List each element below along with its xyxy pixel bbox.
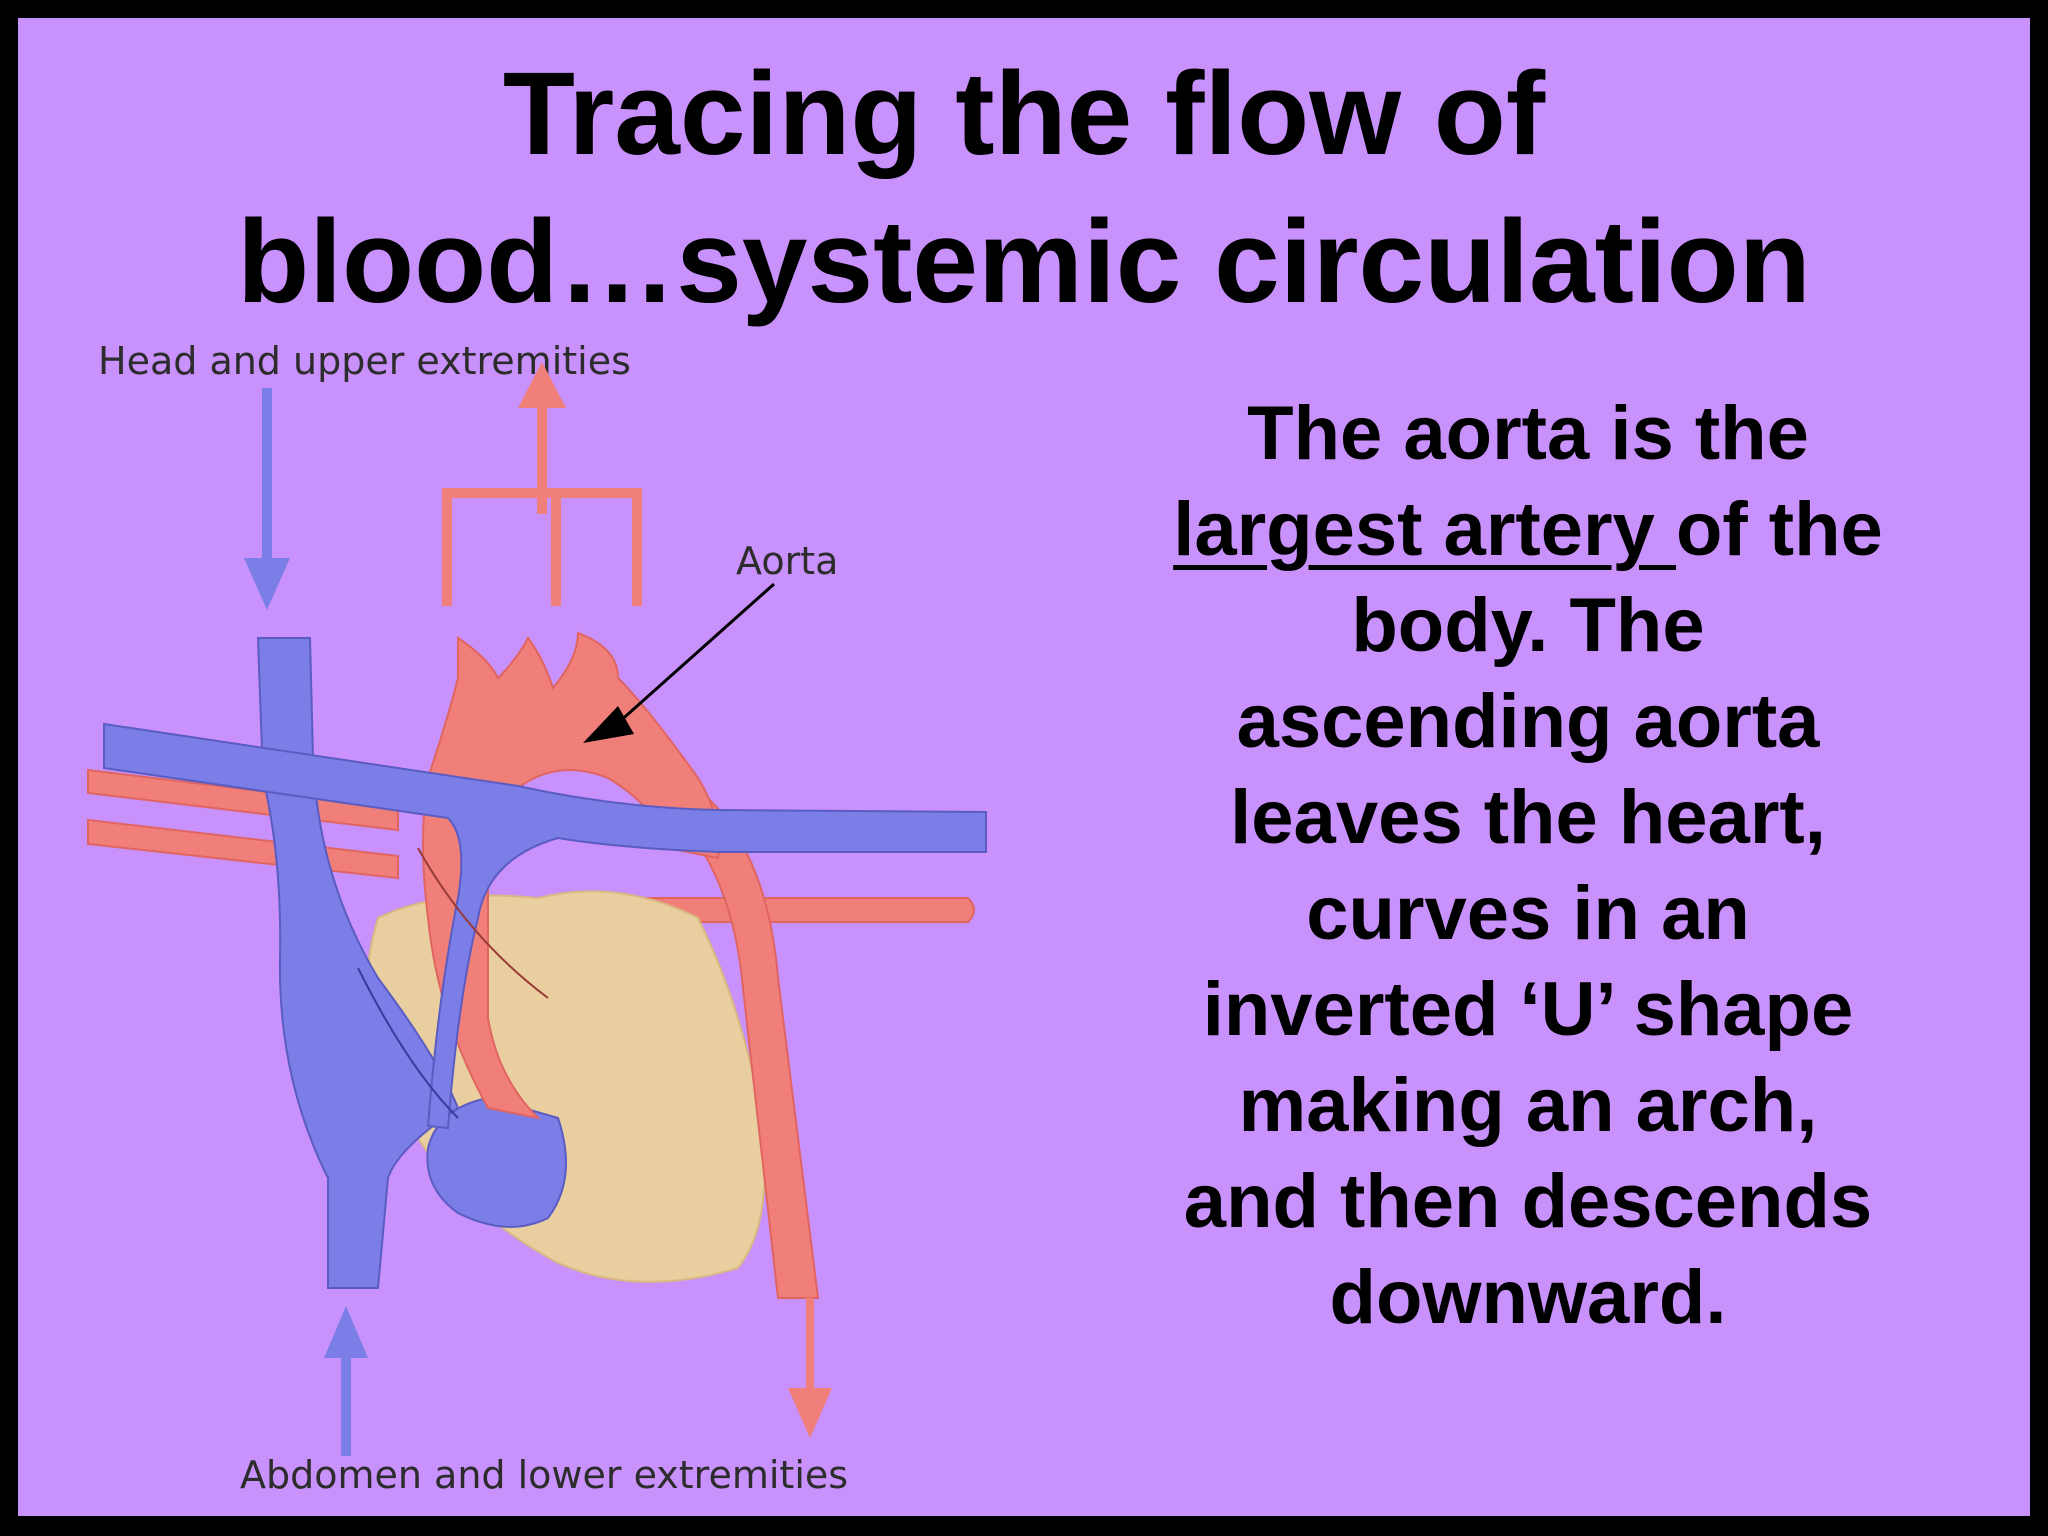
aortic-arch	[422, 631, 720, 1120]
label-head-upper-extremities: Head and upper extremities	[98, 339, 631, 383]
text-line-4: ascending aorta	[1236, 679, 1820, 764]
title-line-2: blood…systemic circulation	[237, 196, 1811, 328]
artery-outflow-arrow-bottom	[788, 1298, 832, 1438]
heart-internal-line-2	[357, 967, 459, 1119]
vein-inflow-arrow-top	[244, 388, 290, 610]
text-line-10: downward.	[1329, 1255, 1727, 1340]
superior-vena-cava	[256, 637, 460, 1289]
right-ventricle	[426, 1096, 567, 1228]
largest-artery-term: largest artery	[1173, 487, 1676, 572]
heart-circulation-diagram: Head and upper extremities	[87, 339, 987, 1497]
text-line-2-rest: of the	[1675, 487, 1883, 572]
text-line-7: inverted ‘U’ shape	[1202, 967, 1854, 1052]
text-line-9: and then descends	[1183, 1159, 1873, 1244]
slide: Tracing the flow of blood…systemic circu…	[18, 18, 2030, 1516]
slide-title: Tracing the flow of blood…systemic circu…	[18, 40, 2030, 336]
text-line-2: largest artery of the	[1078, 482, 1978, 578]
aorta-description: The aorta is the largest artery of the b…	[1078, 386, 1978, 1346]
title-line-1: Tracing the flow of	[502, 48, 1546, 180]
aorta-pointer-arrow	[583, 582, 775, 743]
text-line-6: curves in an	[1306, 871, 1750, 956]
label-aorta: Aorta	[736, 539, 838, 583]
text-line-8: making an arch,	[1238, 1063, 1818, 1148]
vein-inflow-arrow-bottom	[324, 1306, 368, 1456]
text-line-5: leaves the heart,	[1230, 775, 1826, 860]
text-line-3: body. The	[1351, 583, 1705, 668]
brachiocephalic-vein	[103, 722, 987, 1130]
artery-outflow-arrow-top	[442, 362, 642, 606]
label-abdomen-lower-extremities: Abdomen and lower extremities	[240, 1453, 848, 1497]
text-line-1: The aorta is the	[1247, 391, 1809, 476]
heart-internal-line	[417, 847, 549, 999]
